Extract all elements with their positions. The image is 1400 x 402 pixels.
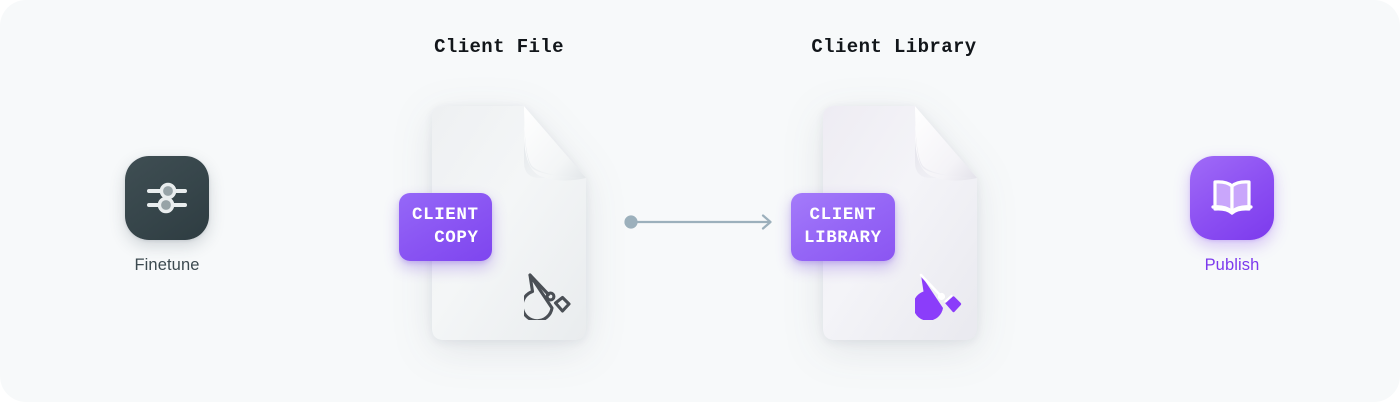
connector-arrow (624, 214, 776, 230)
badge-client-library: CLIENT LIBRARY (791, 193, 895, 262)
sliders-icon (142, 173, 192, 223)
badge-line-2: COPY (434, 228, 479, 249)
stage-finetune[interactable]: Finetune (125, 156, 209, 275)
pen-nib-icon (915, 270, 965, 320)
document-sheet (811, 104, 979, 342)
stage-publish[interactable]: Publish (1190, 156, 1274, 275)
badge-line-1: CLIENT (809, 205, 877, 225)
pen-nib-icon (524, 270, 574, 320)
badge-line-1: CLIENT (412, 205, 479, 225)
client-library-document[interactable]: CLIENT LIBRARY (791, 104, 979, 342)
publish-tile[interactable] (1190, 156, 1274, 240)
badge-line-2: LIBRARY (804, 228, 882, 249)
document-sheet (420, 104, 588, 342)
publish-label: Publish (1204, 256, 1260, 274)
open-book-icon (1207, 173, 1257, 223)
finetune-label: Finetune (134, 256, 200, 274)
heading-client-library: Client Library (811, 36, 977, 58)
client-file-document[interactable]: CLIENT COPY (399, 104, 588, 342)
badge-client-copy: CLIENT COPY (399, 193, 492, 262)
finetune-tile[interactable] (125, 156, 209, 240)
heading-client-file: Client File (434, 36, 564, 58)
